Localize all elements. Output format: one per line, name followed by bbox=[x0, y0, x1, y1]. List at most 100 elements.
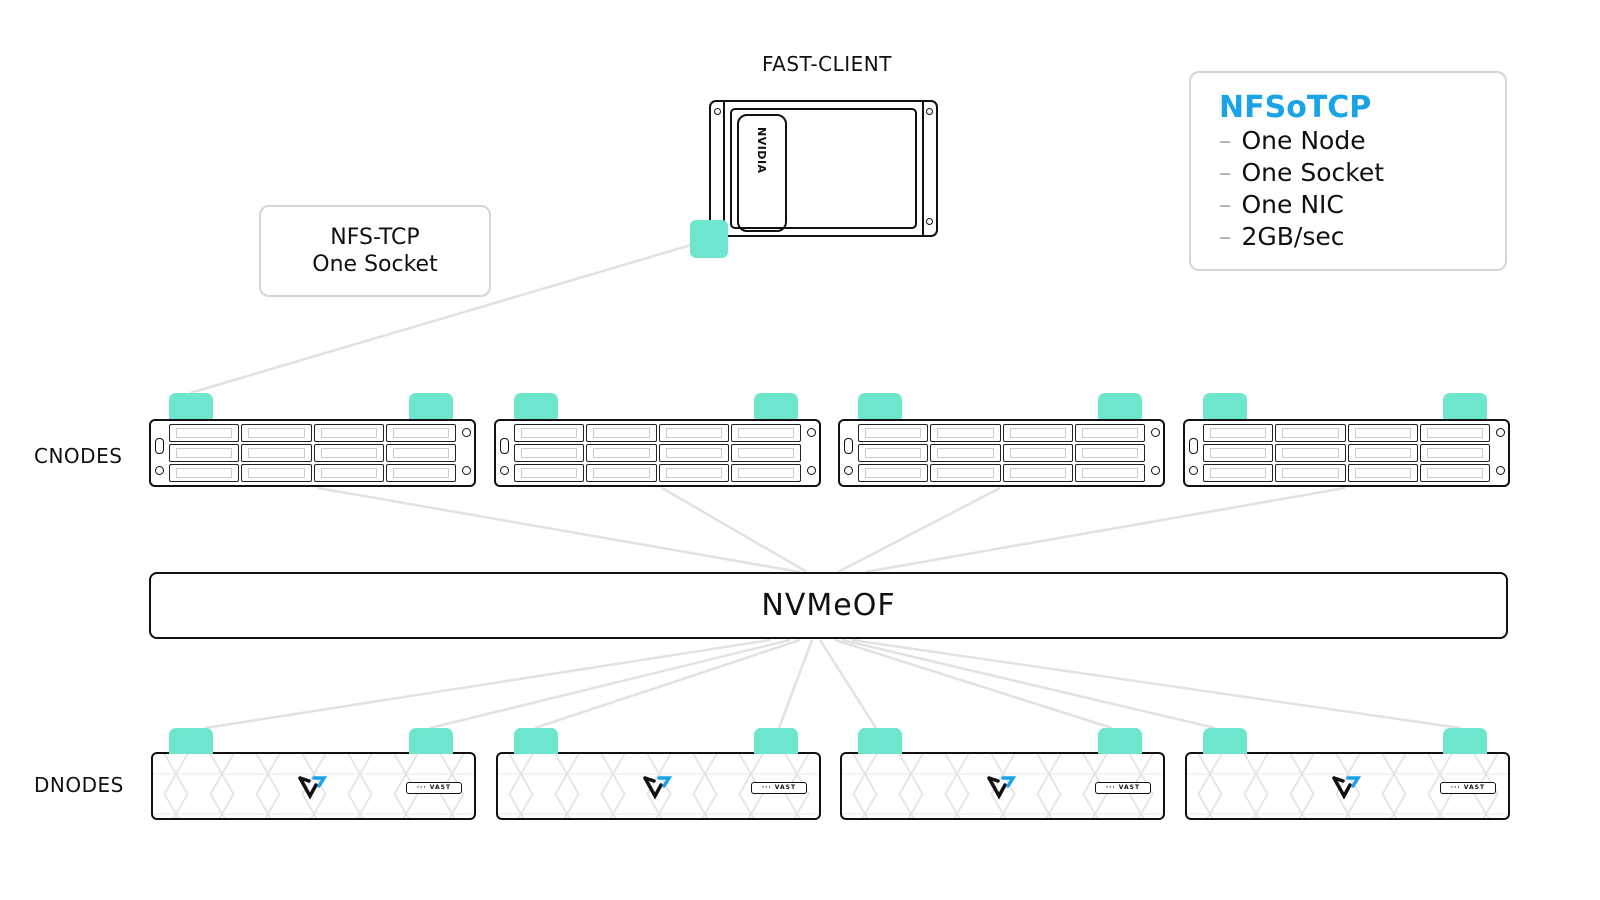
handle-right bbox=[805, 424, 817, 482]
vast-logo-icon bbox=[643, 776, 672, 800]
dnode-enclosure[interactable]: ··· VAST bbox=[151, 752, 476, 820]
cnode-server[interactable] bbox=[149, 419, 476, 487]
dnode-nic[interactable] bbox=[409, 728, 453, 754]
drive-bay bbox=[858, 464, 929, 482]
cnode-fabric-wire bbox=[864, 486, 1346, 574]
dnodes-label: DNODES bbox=[34, 773, 124, 797]
legend-item: –One NIC bbox=[1219, 190, 1344, 219]
cnode-fabric-wire bbox=[317, 486, 801, 574]
legend-title: NFSoTCP bbox=[1219, 90, 1372, 125]
drive-bay bbox=[1347, 464, 1418, 482]
dnode-enclosure[interactable]: ··· VAST bbox=[840, 752, 1165, 820]
cnode-server[interactable] bbox=[838, 419, 1165, 487]
vast-logo-icon bbox=[987, 776, 1016, 800]
client-title: FAST-CLIENT bbox=[762, 52, 892, 76]
client-nic[interactable] bbox=[690, 220, 728, 258]
handle-left bbox=[498, 424, 510, 482]
fabric-dnode-wire bbox=[841, 638, 1216, 730]
cnode-fabric-wire bbox=[837, 486, 1001, 574]
bracket-right bbox=[922, 102, 924, 235]
cnode-nic[interactable] bbox=[409, 393, 453, 419]
callout-protocol: NFS-TCP bbox=[330, 225, 420, 250]
fabric-dnode-wire bbox=[534, 638, 801, 730]
handle-right bbox=[1149, 424, 1161, 482]
legend-box: NFSoTCP –One Node –One Socket –One NIC –… bbox=[1189, 71, 1507, 271]
cnode-server[interactable] bbox=[1183, 419, 1510, 487]
cnode-nic[interactable] bbox=[858, 393, 902, 419]
callout-socket: One Socket bbox=[312, 252, 438, 277]
dnode-enclosure[interactable]: ··· VAST bbox=[1185, 752, 1510, 820]
vast-badge: ··· VAST bbox=[751, 782, 807, 794]
cnode-server[interactable] bbox=[494, 419, 821, 487]
cnodes-label: CNODES bbox=[34, 444, 123, 468]
drive-bay bbox=[514, 424, 585, 442]
drive-bay bbox=[241, 424, 312, 442]
drive-bay bbox=[313, 444, 384, 462]
drive-bay bbox=[1275, 464, 1346, 482]
dnode-nic[interactable] bbox=[858, 728, 902, 754]
drive-bay bbox=[1002, 424, 1073, 442]
fabric-dnode-wire bbox=[777, 639, 814, 729]
drive-bay bbox=[241, 464, 312, 482]
cnode-nic[interactable] bbox=[169, 393, 213, 419]
client-link-wire bbox=[189, 238, 709, 395]
drive-bay bbox=[514, 464, 585, 482]
vast-logo-icon bbox=[298, 776, 327, 800]
dnode-nic[interactable] bbox=[1443, 728, 1487, 754]
handle-right bbox=[1494, 424, 1506, 482]
drive-bay bbox=[169, 444, 240, 462]
vast-badge: ··· VAST bbox=[1095, 782, 1151, 794]
fabric-dnode-wire bbox=[834, 638, 1113, 730]
drive-bay bbox=[586, 464, 657, 482]
drive-bay bbox=[313, 424, 384, 442]
drive-bay bbox=[858, 444, 929, 462]
drive-bay bbox=[1074, 464, 1145, 482]
fast-client-server[interactable]: NVIDIA bbox=[709, 100, 938, 237]
dnode-nic[interactable] bbox=[1203, 728, 1247, 754]
drive-bay bbox=[385, 424, 456, 442]
drive-bay bbox=[586, 424, 657, 442]
drive-bay bbox=[658, 464, 729, 482]
nvmeof-fabric[interactable]: NVMeOF bbox=[149, 572, 1508, 639]
cnode-nic[interactable] bbox=[514, 393, 558, 419]
vast-badge: ··· VAST bbox=[406, 782, 462, 794]
drive-bay bbox=[730, 424, 801, 442]
drive-bay bbox=[658, 424, 729, 442]
drive-bay bbox=[930, 424, 1001, 442]
drive-bay bbox=[385, 444, 456, 462]
legend-item: –One Node bbox=[1219, 126, 1366, 155]
dnode-nic[interactable] bbox=[514, 728, 558, 754]
legend-item: –One Socket bbox=[1219, 158, 1385, 187]
cnode-nic[interactable] bbox=[754, 393, 798, 419]
fabric-dnode-wire bbox=[818, 639, 878, 729]
handle-left bbox=[1187, 424, 1199, 482]
drive-bay bbox=[1002, 464, 1073, 482]
drive-bay bbox=[858, 424, 929, 442]
drive-bay bbox=[1275, 444, 1346, 462]
drive-bay bbox=[730, 444, 801, 462]
screw-hole bbox=[926, 108, 933, 115]
bracket-left bbox=[723, 102, 725, 235]
screw-hole bbox=[714, 108, 721, 115]
drive-bay bbox=[169, 424, 240, 442]
cnode-nic[interactable] bbox=[1098, 393, 1142, 419]
dnode-nic[interactable] bbox=[169, 728, 213, 754]
cnode-fabric-wire bbox=[661, 486, 808, 574]
handle-left bbox=[153, 424, 165, 482]
drive-bay bbox=[1275, 424, 1346, 442]
dnode-nic[interactable] bbox=[754, 728, 798, 754]
dnode-enclosure[interactable]: ··· VAST bbox=[496, 752, 821, 820]
cnode-nic[interactable] bbox=[1203, 393, 1247, 419]
drive-bay bbox=[1347, 424, 1418, 442]
dnode-nic[interactable] bbox=[1098, 728, 1142, 754]
fabric-dnode-wire bbox=[204, 638, 771, 730]
drive-bay bbox=[658, 444, 729, 462]
drive-bay bbox=[1002, 444, 1073, 462]
drive-bay bbox=[1203, 424, 1274, 442]
gpu-card bbox=[737, 114, 787, 232]
drive-bay bbox=[1203, 464, 1274, 482]
cnode-nic[interactable] bbox=[1443, 393, 1487, 419]
vast-badge: ··· VAST bbox=[1440, 782, 1496, 794]
fabric-dnode-wire bbox=[429, 638, 791, 730]
